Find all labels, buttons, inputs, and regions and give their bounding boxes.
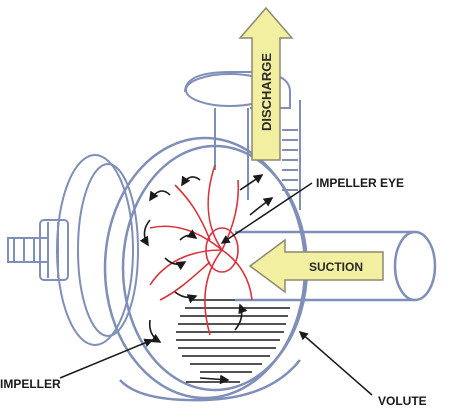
suction-arrow: SUCTION — [248, 238, 384, 294]
discharge-nozzle — [184, 71, 301, 210]
impeller — [149, 164, 253, 336]
impeller-label: IMPELLER — [0, 377, 61, 391]
discharge-arrow: DISCHARGE — [238, 6, 294, 161]
volute-label: VOLUTE — [378, 394, 427, 408]
flow-arrows — [139, 174, 274, 385]
leader-lines — [59, 182, 373, 396]
shaft-housing — [7, 154, 139, 346]
suction-label: SUCTION — [309, 260, 363, 274]
volute-hatching — [176, 299, 290, 383]
discharge-label: DISCHARGE — [259, 53, 274, 131]
suction-pipe — [235, 230, 437, 302]
impeller-eye-label: IMPELLER EYE — [316, 176, 404, 190]
